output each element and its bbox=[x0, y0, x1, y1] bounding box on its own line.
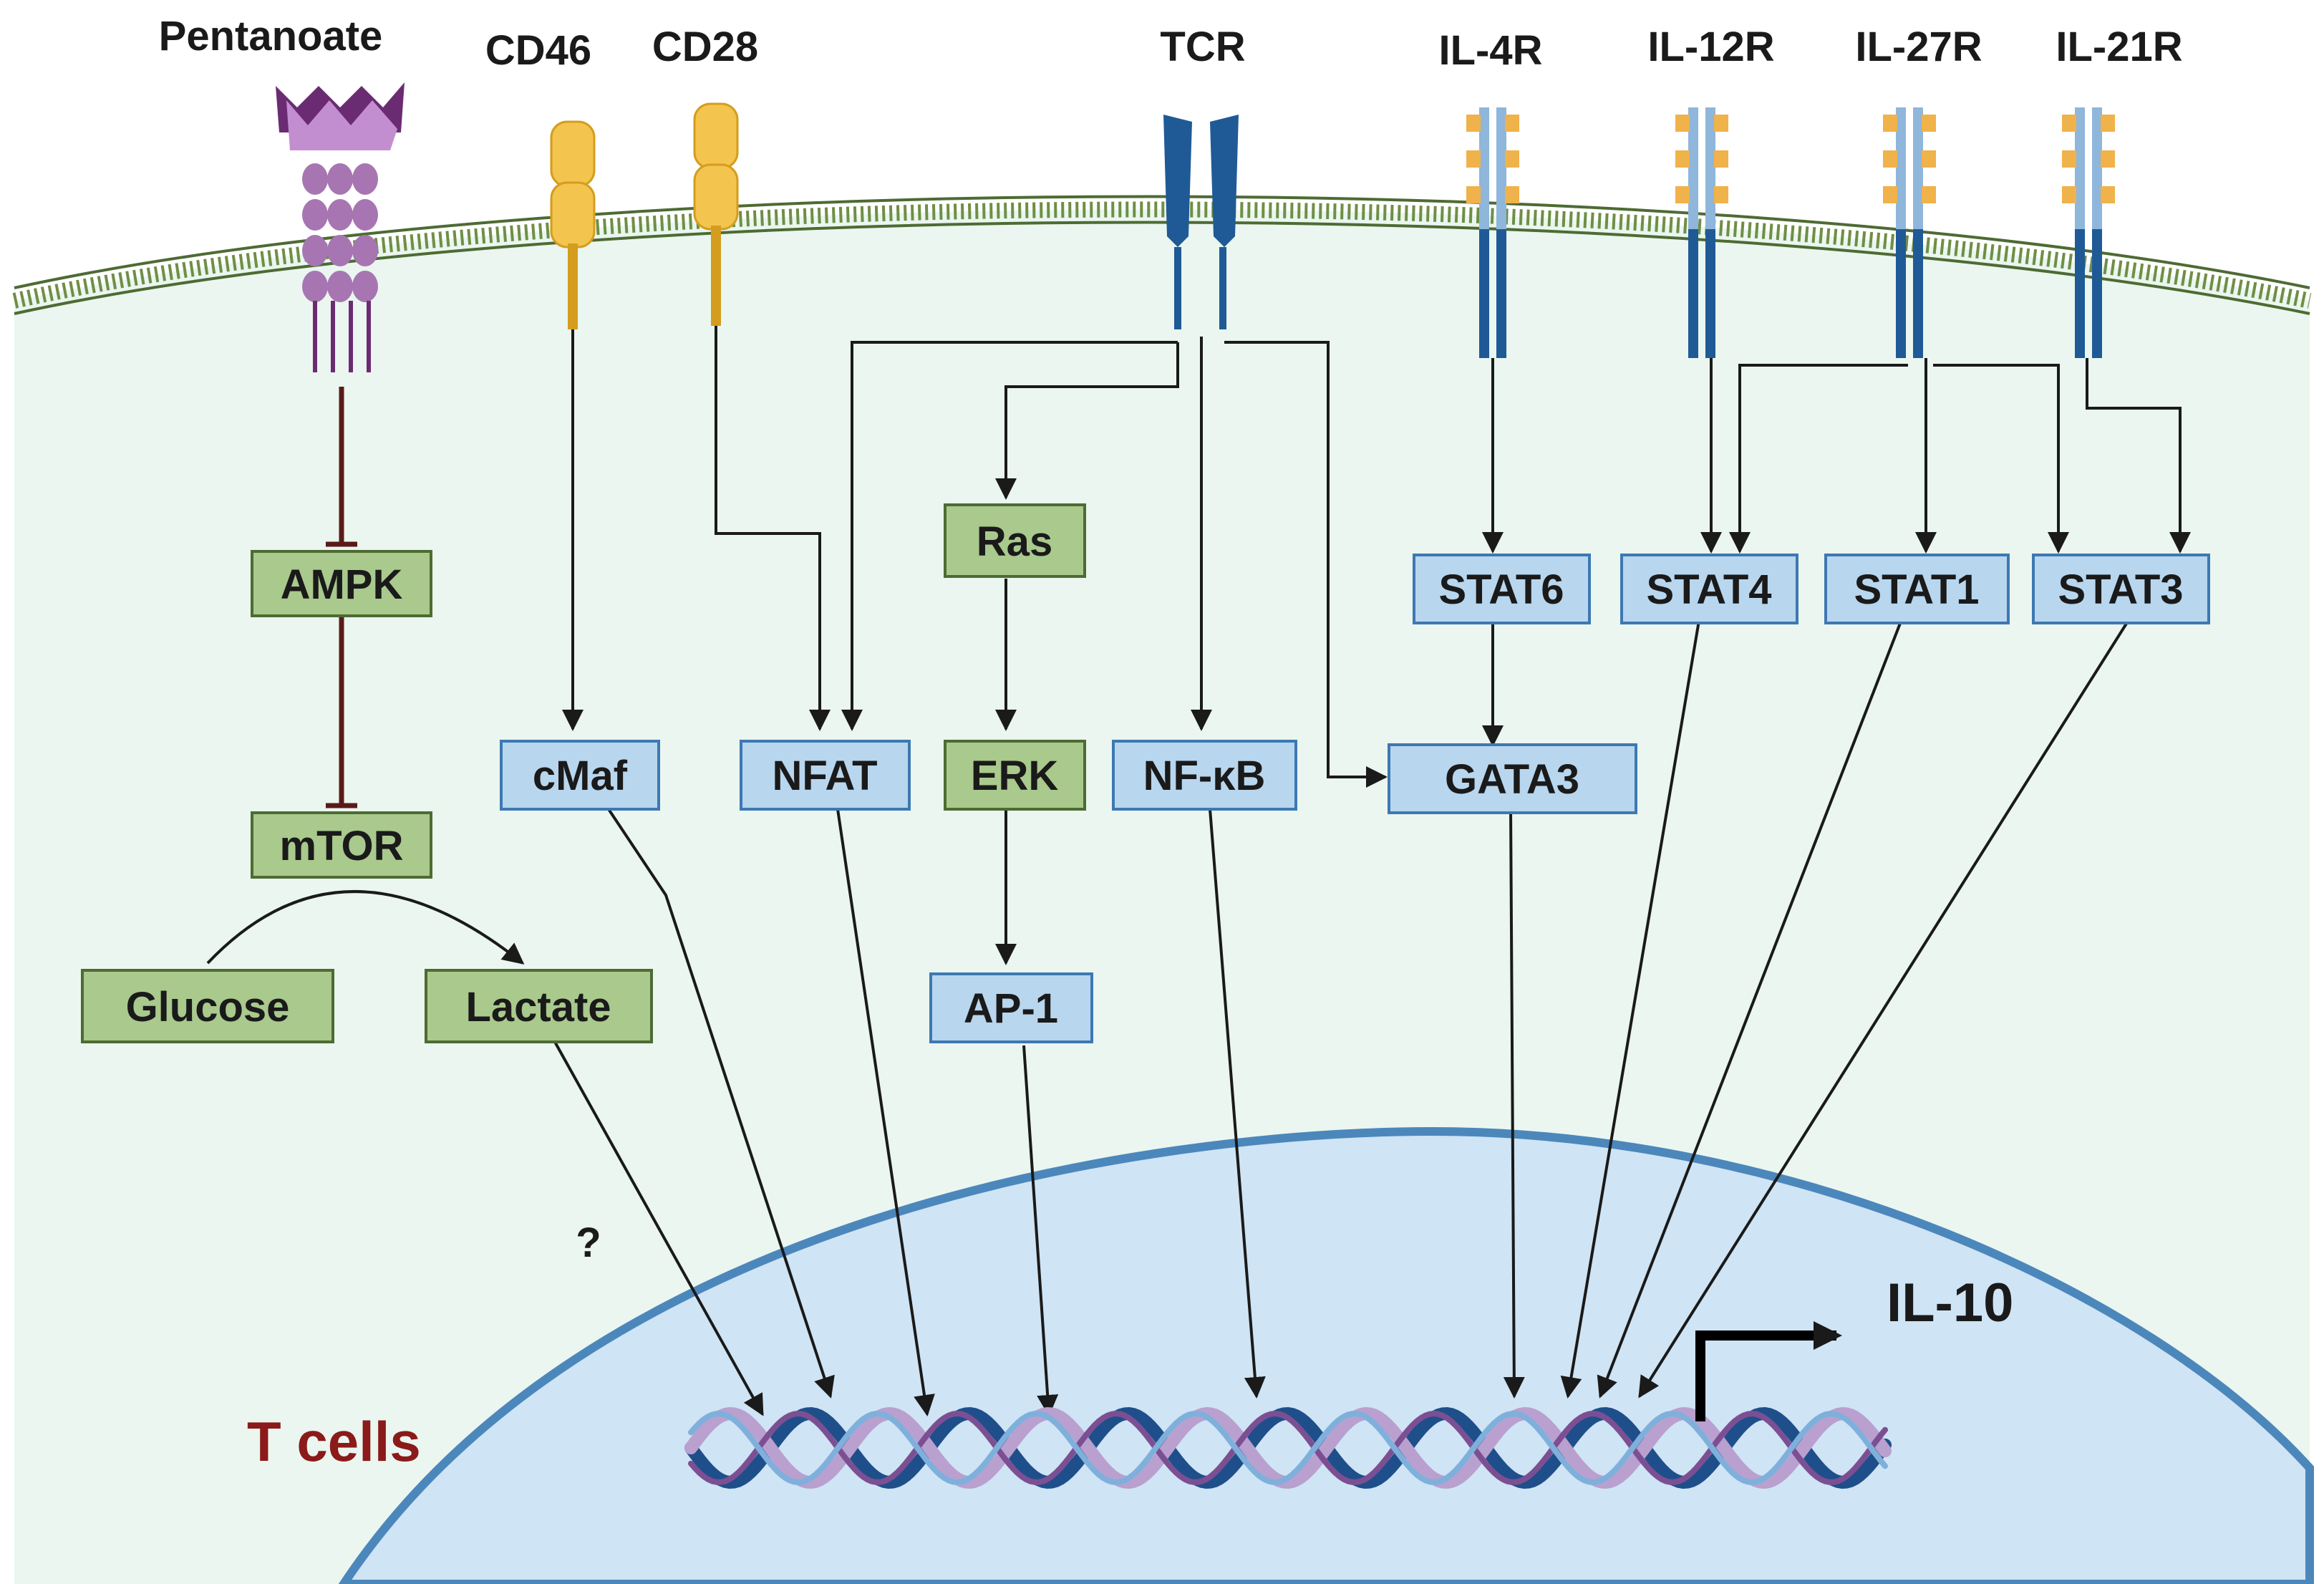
svg-text:cMaf: cMaf bbox=[533, 753, 628, 799]
node-ampk: AMPK bbox=[251, 550, 432, 617]
edge-stat1-il10 bbox=[1597, 612, 1906, 1399]
label-pentanoate: Pentanoate bbox=[159, 13, 383, 59]
svg-text:Glucose: Glucose bbox=[126, 984, 290, 1030]
node-cmaf: cMaf bbox=[500, 740, 660, 811]
svg-text:NF-κB: NF-κB bbox=[1143, 753, 1266, 799]
node-nfat: NFAT bbox=[740, 740, 911, 811]
svg-text:ERK: ERK bbox=[971, 753, 1059, 799]
svg-text:NFAT: NFAT bbox=[772, 753, 877, 799]
svg-text:AP-1: AP-1 bbox=[964, 985, 1058, 1032]
svg-text:GATA3: GATA3 bbox=[1445, 756, 1579, 803]
svg-text:STAT6: STAT6 bbox=[1438, 566, 1564, 613]
edge-tcr-ras bbox=[995, 342, 1179, 500]
svg-text:STAT1: STAT1 bbox=[1854, 566, 1979, 613]
tcr-receptor bbox=[1163, 115, 1239, 329]
node-glucose: Glucose bbox=[81, 969, 334, 1043]
node-stat4: STAT4 bbox=[1620, 554, 1798, 624]
node-mtor: mTOR bbox=[251, 811, 432, 879]
dna-strand bbox=[684, 1406, 1892, 1489]
label-il12r: IL-12R bbox=[1647, 24, 1774, 70]
dna-strand bbox=[688, 1411, 1888, 1486]
il4r-receptor bbox=[1466, 107, 1519, 358]
label-il21r: IL-21R bbox=[2056, 24, 2182, 70]
dna-helix bbox=[684, 1406, 1892, 1489]
edge-tcr-nfat bbox=[841, 341, 1178, 731]
svg-text:Lactate: Lactate bbox=[465, 984, 611, 1030]
label-il4r: IL-4R bbox=[1439, 27, 1543, 74]
node-lactate: Lactate bbox=[425, 969, 653, 1043]
edge-gata3-il10 bbox=[1503, 808, 1525, 1399]
edge-ap1-il10 bbox=[1022, 1045, 1059, 1416]
svg-text:STAT3: STAT3 bbox=[2058, 566, 2183, 613]
node-nfkb: NF-κB bbox=[1112, 740, 1297, 811]
edge-il27r-stat3 bbox=[1933, 364, 2069, 554]
svg-text:Ras: Ras bbox=[977, 518, 1052, 565]
label-tcr: TCR bbox=[1160, 24, 1245, 70]
svg-text:AMPK: AMPK bbox=[281, 561, 403, 608]
node-erk: ERK bbox=[944, 740, 1086, 811]
ampk-mtor-inhibition bbox=[326, 609, 357, 808]
edge-stat3-il10 bbox=[1638, 611, 2135, 1399]
edge-il21r-stat3 bbox=[2086, 358, 2191, 554]
svg-text:STAT4: STAT4 bbox=[1646, 566, 1771, 613]
il12r-receptor bbox=[1675, 107, 1728, 358]
edge-nfkb-il10 bbox=[1209, 808, 1266, 1399]
cd28-receptor bbox=[693, 102, 739, 326]
edge-il27r-stat4 bbox=[1729, 364, 1908, 554]
t-cells-label: T cells bbox=[247, 1410, 421, 1473]
edge-cmaf-il10 bbox=[607, 808, 835, 1399]
il27r-receptor bbox=[1883, 107, 1936, 358]
cd46-receptor bbox=[550, 120, 596, 329]
il10-transcription-arrow bbox=[1695, 1321, 1842, 1421]
edge-glucose-lactate bbox=[206, 890, 525, 965]
label-il27r: IL-27R bbox=[1855, 24, 1982, 70]
edge-lactate-il10 bbox=[553, 1041, 764, 1416]
edge-cd28-nfat bbox=[715, 326, 831, 731]
edge-tcr-gata3 bbox=[1224, 341, 1388, 788]
edge-stat4-il10 bbox=[1560, 612, 1702, 1399]
svg-text:mTOR: mTOR bbox=[280, 823, 404, 869]
pentanoate-receptor bbox=[276, 82, 405, 372]
node-stat1: STAT1 bbox=[1824, 554, 2010, 624]
pentanoate-ampk-inhibition bbox=[326, 387, 357, 547]
node-stat6: STAT6 bbox=[1413, 554, 1591, 624]
label-cd28: CD28 bbox=[652, 24, 758, 70]
node-stat3: STAT3 bbox=[2032, 554, 2210, 624]
edges bbox=[206, 326, 2191, 1416]
dna-strand bbox=[684, 1406, 1892, 1489]
node-gata3: GATA3 bbox=[1388, 743, 1637, 814]
node-ap1: AP-1 bbox=[929, 972, 1093, 1043]
dna-strand bbox=[688, 1410, 1888, 1485]
edge-nfat-il10 bbox=[836, 808, 935, 1416]
label-cd46: CD46 bbox=[485, 27, 591, 74]
il10-label: IL-10 bbox=[1887, 1272, 2013, 1333]
question-mark: ? bbox=[576, 1220, 601, 1266]
node-ras: Ras bbox=[944, 503, 1086, 578]
il21r-receptor bbox=[2062, 107, 2115, 358]
